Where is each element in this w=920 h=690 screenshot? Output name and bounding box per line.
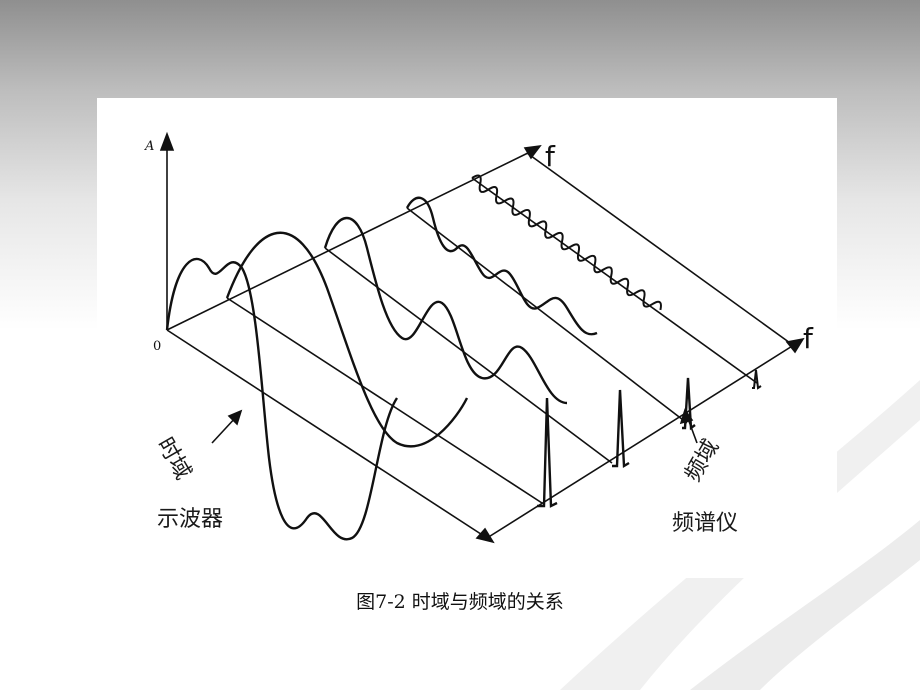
figure-caption: 图7-2 时域与频域的关系 [356,591,564,613]
component-baseline-4 [471,177,758,384]
fundamental-sine [225,231,469,448]
amplitude-axis-label: A [144,139,154,154]
freq-domain-pointer-head [679,408,694,425]
time-domain-pointer-head [227,409,243,426]
frequency-axis-right-label: f [803,322,814,355]
harmonic-sine-3 [405,196,598,336]
frequency-axis-top-label: f [545,140,556,173]
frequency-axis-right-arrow [785,337,805,354]
component-baseline-3 [406,207,688,424]
origin-label: 0 [153,339,161,354]
figure-panel: A 0 f f 时域 示波器 频域 频谱仪 [97,98,837,578]
composite-waveform [165,257,398,541]
component-baseline-5 [526,152,798,349]
time-domain-label: 时域 [152,434,196,485]
time-frequency-diagram: A 0 f f 时域 示波器 频域 频谱仪 [144,131,814,544]
frequency-instrument-label: 频谱仪 [672,511,738,536]
frequency-axis-right [486,342,798,539]
time-axis-arrow [475,527,495,544]
spectrum-peak-3 [682,377,696,431]
frequency-axis-back [166,149,535,331]
harmonic-sine-high [471,174,662,311]
harmonic-sine-2 [323,217,568,405]
time-instrument-label: 示波器 [157,507,223,532]
amplitude-axis-arrow [159,131,175,151]
component-baseline-1 [226,297,543,504]
time-axis [166,329,488,539]
spectrum-peak-4 [752,369,762,390]
spectrum-peak-2 [612,389,630,469]
component-baseline-2 [324,247,613,464]
spectrum-peak-1 [537,397,558,508]
frequency-domain-label: 频域 [681,435,725,486]
